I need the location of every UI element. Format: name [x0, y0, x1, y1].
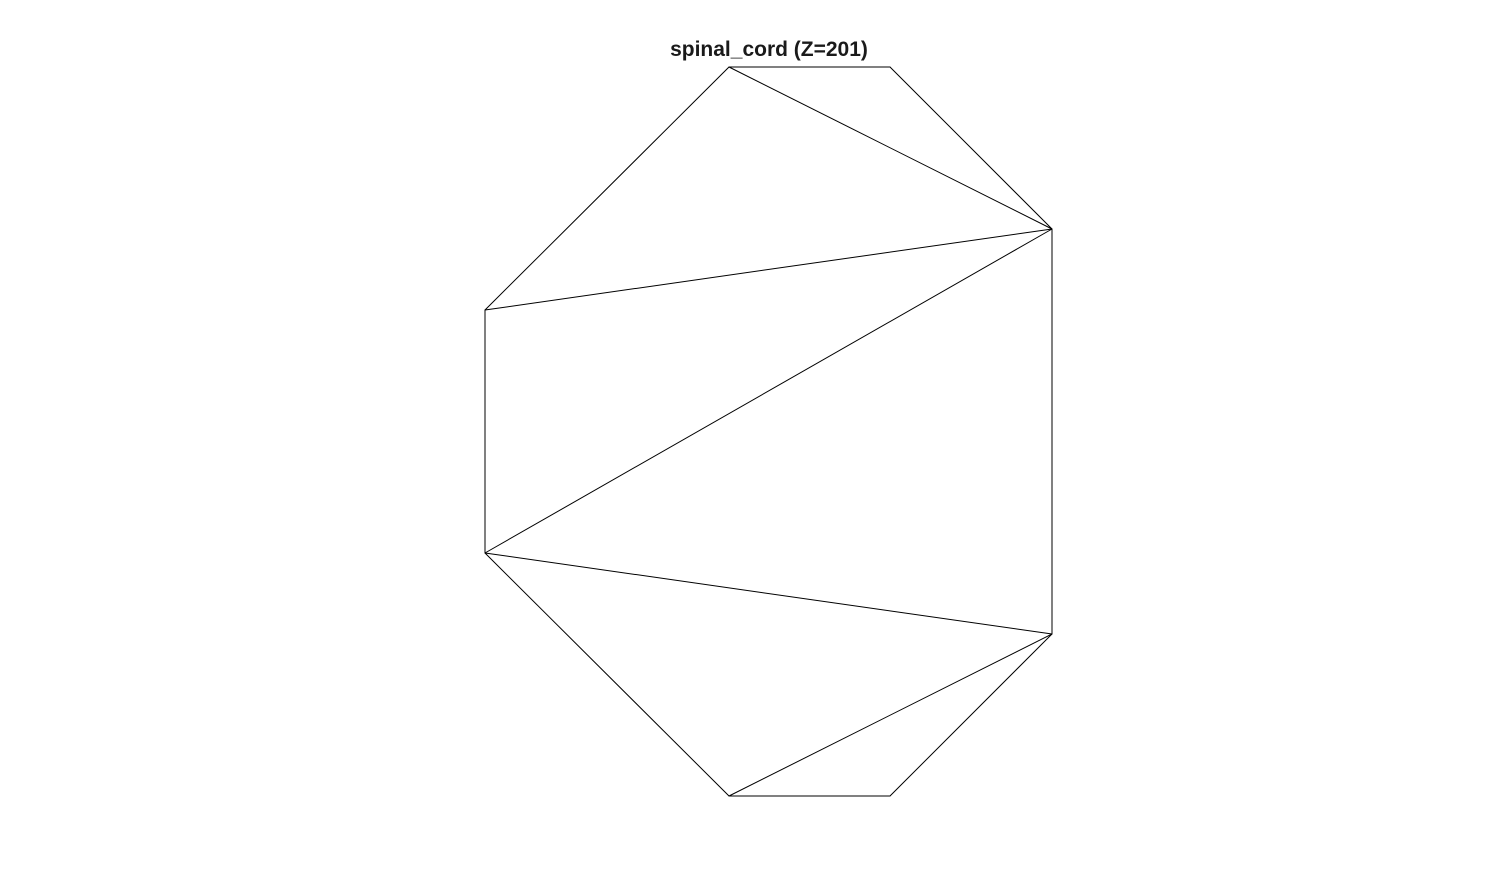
mesh-edge-v4-v6 — [484, 552, 730, 797]
plot-title: spinal_cord (Z=201) — [670, 38, 868, 61]
mesh-edge-v0-v2 — [728, 66, 1053, 230]
mesh-edge-v0-v3 — [484, 66, 730, 311]
mesh-edge-v4-v2 — [484, 228, 1053, 554]
mesh-edge-v1-v2 — [889, 66, 1053, 230]
mesh-edge-v5-v7 — [889, 633, 1053, 797]
mesh-edge-v4-v5 — [484, 552, 1053, 635]
mesh-edge-v3-v2 — [484, 228, 1053, 311]
mesh-edge-v6-v5 — [728, 633, 1053, 797]
mesh-edges — [484, 66, 1053, 797]
